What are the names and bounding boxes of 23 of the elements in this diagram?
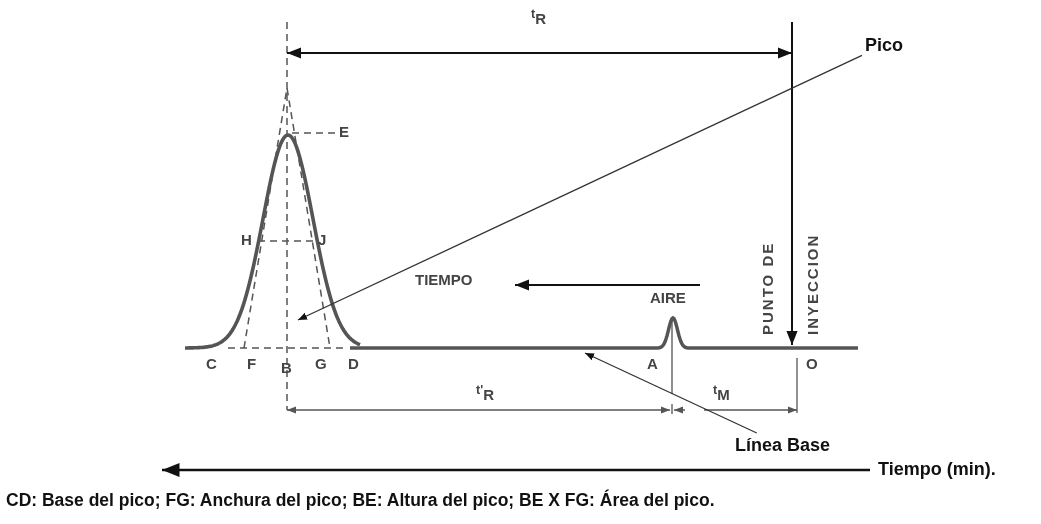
point-label: G [315,356,327,371]
axis-label: TIEMPO [415,272,473,287]
point-label: B [281,360,292,375]
axis-label: Tiempo (min). [878,460,996,478]
point-label: F [247,356,257,371]
point-label: H [241,232,252,247]
point-label: O [806,356,818,371]
dimension-label: $^{t}$M [713,384,730,402]
leader-line [584,352,758,434]
point-label: E [339,124,349,139]
dimension-label: $^{t}$R [531,8,546,26]
callout-label: Línea Base [735,436,831,454]
point-label: A [647,356,658,371]
point-label: C [206,356,217,371]
callout-label: Pico [865,36,903,54]
peak-label: AIRE [650,290,686,305]
point-label: D [348,356,359,371]
point-label: J [318,232,327,247]
dimension-label: $^{t'}$R [476,384,494,402]
axis-label: INYECCION [805,233,820,335]
leader-line [297,54,863,321]
axis-label: PUNTO DE [760,241,775,335]
caption: CD: Base del pico; FG: Anchura del pico; BE: Altura del pico; BE X FG: Área del pico. [6,490,715,511]
